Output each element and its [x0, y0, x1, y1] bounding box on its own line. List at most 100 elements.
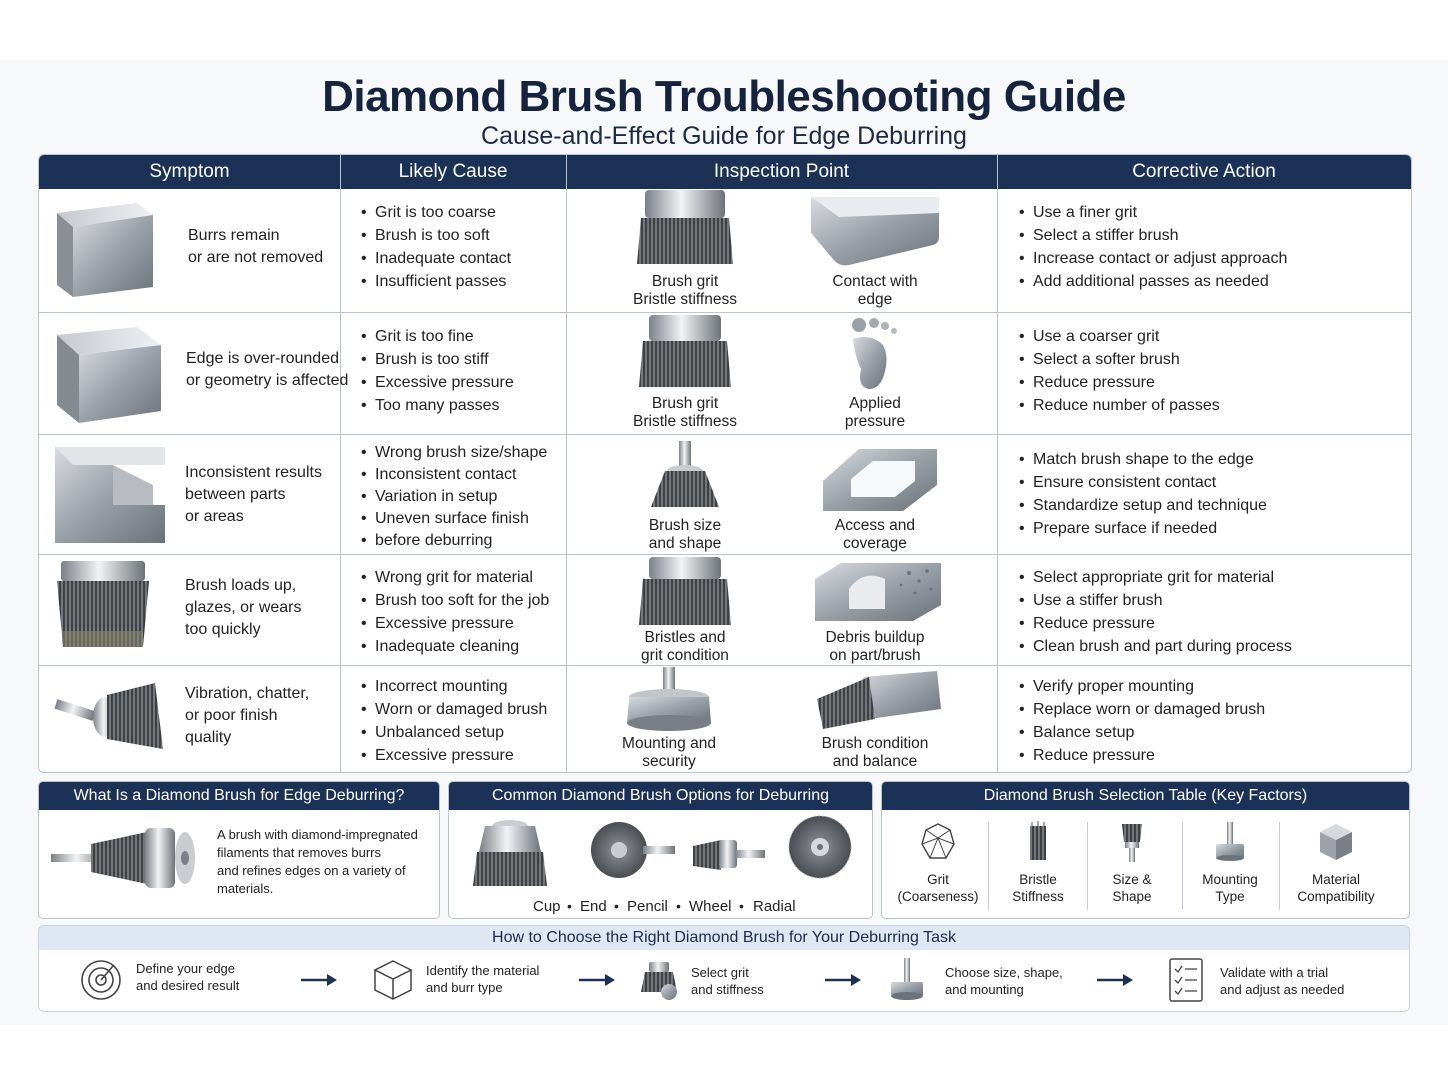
row-divider [39, 312, 1411, 313]
factor-divider [1087, 822, 1088, 910]
list-item: Reduce pressure [1019, 612, 1292, 635]
cup-brush-image [639, 557, 731, 625]
list-item: Brush too soft for the job [361, 589, 549, 612]
row-divider [39, 554, 1411, 555]
edge-contact-image [811, 197, 939, 266]
action-list: Use a coarser grit Select a softer brush… [1019, 325, 1220, 417]
list-item: Brush is too soft [361, 224, 511, 247]
page-title: Diamond Brush Troubleshooting Guide [322, 72, 1126, 121]
material-cube-icon [1320, 824, 1352, 860]
bracket-part-image [55, 447, 165, 543]
list-item: Unbalanced setup [361, 721, 547, 744]
brush-icon [641, 962, 677, 1000]
mounted-brush-icon [891, 958, 923, 1000]
option-wheel: Wheel [689, 898, 732, 915]
page-subtitle: Cause-and-Effect Guide for Edge Deburrin… [481, 122, 967, 150]
brush-condition-image [817, 671, 941, 729]
header-corrective-action: Corrective Action [1132, 161, 1276, 182]
inspection-caption: Bristles and grit condition [641, 629, 729, 664]
list-item: Reduce number of passes [1019, 394, 1220, 417]
header-inspection-point: Inspection Point [713, 161, 850, 182]
list-item: Match brush shape to the edge [1019, 448, 1267, 471]
step-2-text: Identify the material and burr type [426, 963, 540, 995]
list-item: Too many passes [361, 394, 514, 417]
list-item: Worn or damaged brush [361, 698, 547, 721]
cause-list: Wrong brush size/shape Inconsistent cont… [361, 442, 547, 552]
list-item: Use a coarser grit [1019, 325, 1220, 348]
list-item: Incorrect mounting [361, 675, 547, 698]
column-divider [340, 155, 341, 772]
selection-table-panel: Diamond Brush Selection Table (Key Facto… [881, 781, 1410, 919]
factor-divider [1182, 822, 1183, 910]
column-divider [566, 155, 567, 772]
size-shape-icon [1122, 824, 1142, 862]
what-is-panel: What Is a Diamond Brush for Edge Deburri… [38, 781, 440, 919]
separator-dot: • [614, 898, 619, 914]
mounted-brush-image [54, 683, 163, 749]
list-item: before deburring [361, 530, 547, 552]
option-cup: Cup [533, 898, 561, 915]
inspection-caption: Brush grit Bristle stiffness [633, 273, 737, 308]
header-likely-cause: Likely Cause [398, 161, 508, 182]
target-icon [81, 960, 121, 1000]
inspection-caption: Mounting and security [622, 735, 716, 770]
option-pencil: Pencil [627, 898, 668, 915]
panel-heading: Diamond Brush Selection Table (Key Facto… [882, 782, 1409, 810]
step-5-text: Validate with a trial and adjust as need… [1220, 965, 1345, 997]
separator-dot: • [676, 898, 681, 914]
inspection-caption: Applied pressure [844, 395, 906, 430]
row-divider [39, 665, 1411, 666]
table-header: Symptom Likely Cause Inspection Point Co… [39, 155, 1411, 189]
list-item: Excessive pressure [361, 744, 547, 767]
worn-brush-image [57, 561, 149, 647]
mounting-icon [1216, 822, 1244, 861]
step-4-text: Choose size, shape, and mounting [945, 965, 1063, 997]
list-item: Inadequate cleaning [361, 635, 549, 658]
symptom-text: Brush loads up, glazes, or wears too qui… [185, 577, 302, 638]
list-item: Add additional passes as needed [1019, 270, 1287, 293]
list-item: Verify proper mounting [1019, 675, 1265, 698]
arrow-right-icon [579, 974, 615, 986]
panel-heading: What Is a Diamond Brush for Edge Deburri… [39, 782, 439, 810]
action-list: Match brush shape to the edge Ensure con… [1019, 448, 1267, 540]
mounted-brush-image [51, 828, 195, 888]
cause-list: Grit is too fine Brush is too stiff Exce… [361, 325, 514, 417]
factor-material: Material Compatibility [1288, 820, 1384, 905]
step-3-text: Select grit and stiffness [691, 965, 764, 997]
factor-size-shape: Size & Shape [1084, 820, 1180, 905]
option-end: End [580, 898, 607, 915]
how-to-heading: How to Choose the Right Diamond Brush fo… [39, 926, 1409, 950]
list-item: Select a stiffer brush [1019, 224, 1287, 247]
separator-dot: • [567, 898, 572, 914]
list-item: Uneven surface finish [361, 508, 547, 530]
list-item: Reduce pressure [1019, 371, 1220, 394]
option-radial: Radial [753, 898, 796, 915]
list-item: Variation in setup [361, 486, 547, 508]
inspection-caption: Brush size and shape [648, 517, 722, 552]
factor-mounting: Mounting Type [1182, 820, 1278, 905]
header-symptom: Symptom [149, 161, 230, 182]
bristle-icon [1030, 821, 1046, 860]
cause-list: Grit is too coarse Brush is too soft Ina… [361, 201, 511, 293]
metal-bar-image [57, 327, 161, 423]
inspection-caption: Brush grit Bristle stiffness [633, 395, 737, 430]
inspection-caption: Contact with edge [832, 273, 918, 308]
list-item: Grit is too fine [361, 325, 514, 348]
symptom-text: Vibration, chatter, or poor finish quali… [185, 685, 310, 746]
list-item: Excessive pressure [361, 371, 514, 394]
brush-options-panel: Common Diamond Brush Options for Deburri… [448, 781, 873, 919]
action-list: Use a finer grit Select a stiffer brush … [1019, 201, 1287, 293]
arrow-right-icon [1097, 974, 1133, 986]
cup-brush-image [473, 820, 547, 886]
grit-icon [921, 823, 955, 859]
list-item: Clean brush and part during process [1019, 635, 1292, 658]
list-item: Select a softer brush [1019, 348, 1220, 371]
cup-brush-image [637, 190, 733, 264]
list-item: Select appropriate grit for material [1019, 566, 1292, 589]
how-to-choose-strip: How to Choose the Right Diamond Brush fo… [38, 925, 1410, 1012]
list-item: Brush is too stiff [361, 348, 514, 371]
list-item: Use a finer grit [1019, 201, 1287, 224]
end-brush-image [591, 822, 675, 878]
list-item: Replace worn or damaged brush [1019, 698, 1265, 721]
action-list: Verify proper mounting Replace worn or d… [1019, 675, 1265, 767]
